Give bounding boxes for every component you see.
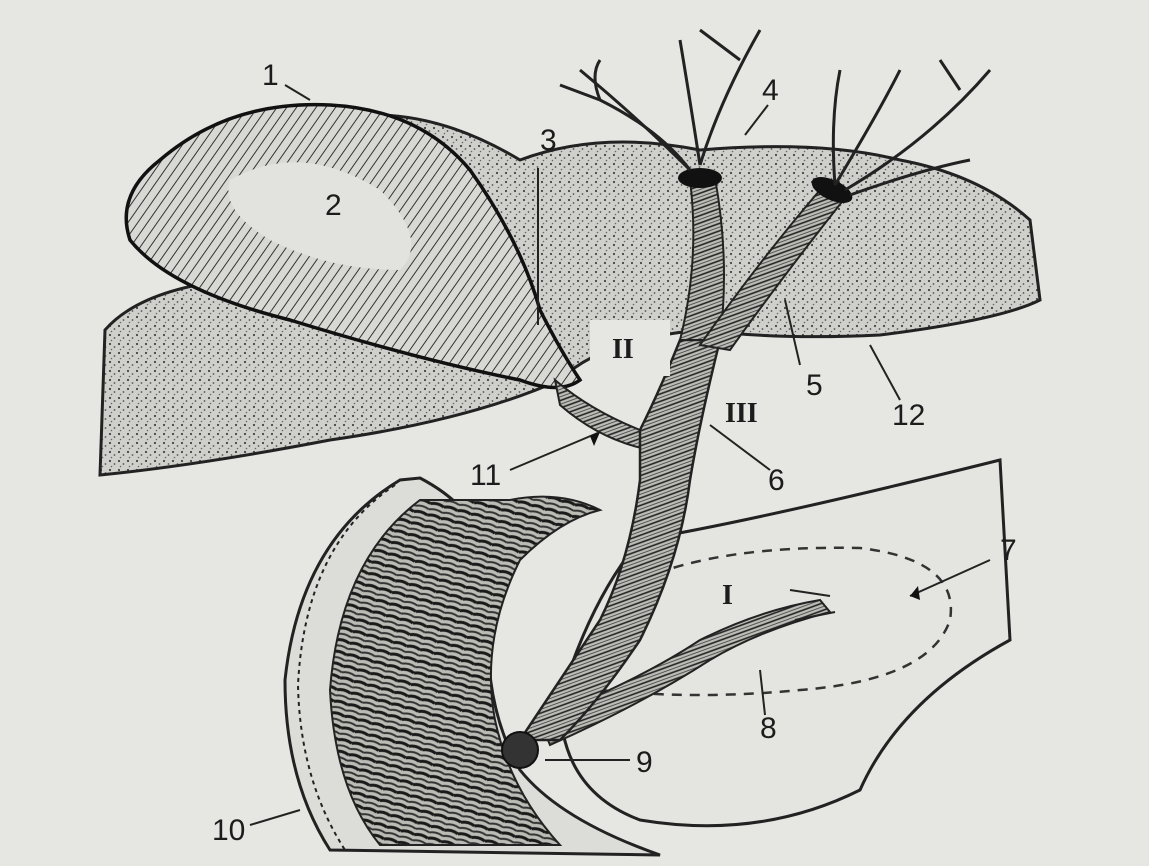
label-12: 12 — [892, 399, 925, 432]
zone-label-I: I — [722, 580, 733, 611]
label-1: 1 — [262, 59, 279, 92]
label-8: 8 — [760, 712, 777, 745]
cystic-duct — [555, 380, 650, 450]
ampulla — [502, 732, 538, 768]
label-6: 6 — [768, 464, 785, 497]
zone-label-II: II — [612, 334, 634, 365]
label-3: 3 — [540, 124, 557, 157]
zone-label-III: III — [725, 398, 758, 429]
label-10: 10 — [212, 814, 245, 847]
label-2: 2 — [325, 189, 342, 222]
label-5: 5 — [806, 369, 823, 402]
label-4: 4 — [762, 74, 779, 107]
label-7: 7 — [1000, 534, 1017, 567]
label-9: 9 — [636, 746, 653, 779]
label-11: 11 — [470, 459, 501, 492]
